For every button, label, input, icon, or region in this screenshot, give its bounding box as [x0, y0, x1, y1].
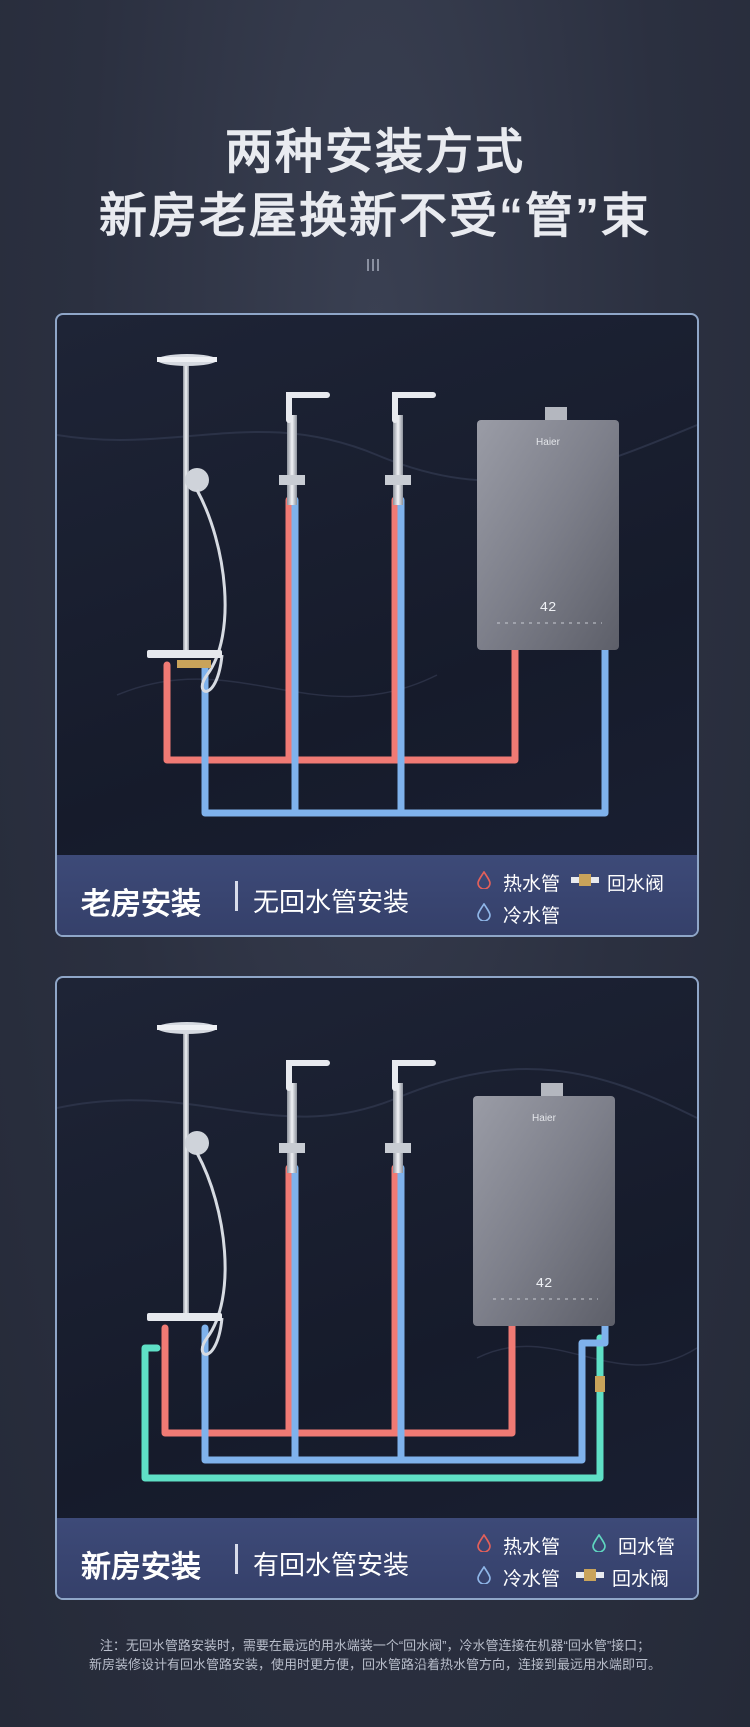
valve-icon	[571, 874, 599, 886]
droplet-icon	[477, 903, 491, 921]
legend-label: 冷水管	[503, 906, 561, 927]
caption-title: 老房安装	[81, 888, 201, 921]
heading-line-2: 新房老屋换新不受“管”束	[98, 190, 651, 243]
shower-column	[147, 354, 227, 693]
cold-water-pipes	[201, 496, 609, 817]
marble-vein	[116, 674, 438, 698]
hot-water-pipes	[161, 1164, 516, 1437]
marble-vein	[476, 1345, 697, 1366]
new-house-caption: 新房安装 有回水管安装 热水管 回水管 冷水管 回水阀	[57, 1518, 697, 1598]
droplet-icon	[477, 1534, 491, 1552]
new-house-panel: Haier 42 新房安装 有回水管安装 热水管 回水管 冷水管 回水阀	[55, 976, 699, 1600]
droplet-icon	[477, 1566, 491, 1584]
caption-separator	[235, 881, 238, 911]
old-house-panel: Haier 42 老房安装 无回水管安装 热水管 回水阀 冷水管	[55, 313, 699, 937]
faucet	[279, 392, 330, 505]
footnote-line-1: 注：无回水管路安装时，需要在最远的用水端装一个“回水阀”，冷水管连接在机器“回水…	[99, 1638, 651, 1653]
droplet-icon	[477, 871, 491, 889]
shower-column	[147, 1022, 227, 1356]
legend-label: 回水阀	[612, 1569, 670, 1590]
water-heater: Haier 42	[477, 407, 619, 650]
caption-subtitle: 有回水管安装	[253, 1550, 410, 1580]
old-house-plumbing-diagram: Haier 42	[57, 354, 697, 817]
valve-icon	[576, 1569, 604, 1581]
legend-label: 回水管	[618, 1537, 676, 1558]
legend-label: 冷水管	[503, 1569, 561, 1590]
faucet	[279, 1060, 330, 1173]
heading-line-1: 两种安装方式	[224, 126, 525, 179]
return-valve	[595, 1376, 605, 1392]
legend-label: 回水阀	[607, 874, 665, 895]
heater-brand-logo: Haier	[532, 1113, 557, 1124]
new-house-plumbing-diagram: Haier 42	[57, 1022, 697, 1482]
water-heater: Haier 42	[473, 1083, 615, 1326]
caption-separator	[235, 1544, 238, 1574]
faucet	[385, 392, 436, 505]
return-water-pipe	[141, 1334, 604, 1482]
old-house-caption: 老房安装 无回水管安装 热水管 回水阀 冷水管	[57, 855, 697, 935]
cold-water-pipes	[201, 1164, 609, 1464]
legend-label: 热水管	[503, 874, 561, 895]
caption-title: 新房安装	[81, 1551, 201, 1584]
divider-mark	[367, 258, 383, 271]
caption-subtitle: 无回水管安装	[253, 887, 410, 917]
legend-label: 热水管	[503, 1537, 561, 1558]
footnote-line-2: 新房装修设计有回水管路安装，使用时更方便，回水管路沿着热水管方向，连接到最远用水…	[88, 1657, 661, 1672]
heater-brand-logo: Haier	[536, 437, 561, 448]
droplet-icon	[592, 1534, 606, 1552]
heater-display: 42	[540, 600, 557, 616]
faucet	[385, 1060, 436, 1173]
hot-water-pipes	[163, 496, 519, 764]
heater-display: 42	[536, 1276, 553, 1292]
